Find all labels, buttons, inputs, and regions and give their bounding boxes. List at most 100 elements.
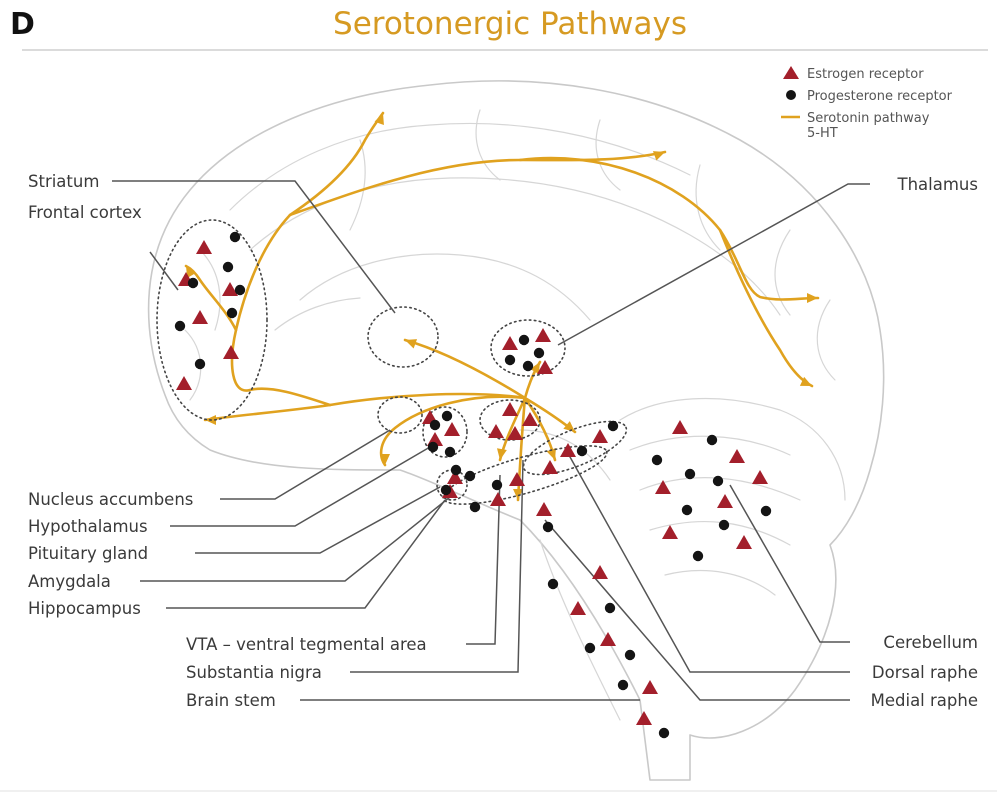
label-hippocampus: Hippocampus xyxy=(28,599,141,618)
progesterone-receptor-marker xyxy=(707,435,717,445)
legend-pathway-sublabel: 5-HT xyxy=(807,126,838,141)
progesterone-receptor-marker xyxy=(227,308,237,318)
estrogen-legend-icon xyxy=(783,66,799,79)
label-nucleus-accumbens: Nucleus accumbens xyxy=(28,490,193,509)
legend-progesterone-label: Progesterone receptor xyxy=(807,89,953,104)
label-pituitary: Pituitary gland xyxy=(28,544,148,563)
estrogen-receptor-marker xyxy=(655,480,671,494)
progesterone-receptor-marker xyxy=(585,643,595,653)
progesterone-receptor-marker xyxy=(685,469,695,479)
progesterone-receptor-marker xyxy=(761,506,771,516)
estrogen-receptor-marker xyxy=(642,680,658,694)
striatum-region xyxy=(368,307,438,367)
panel-letter: D xyxy=(10,7,35,42)
progesterone-receptor-marker xyxy=(577,446,587,456)
progesterone-receptor-marker xyxy=(713,476,723,486)
progesterone-receptor-marker xyxy=(618,680,628,690)
label-cerebellum: Cerebellum xyxy=(883,633,978,652)
leader-lines xyxy=(112,181,870,700)
progesterone-receptor-marker xyxy=(625,650,635,660)
progesterone-receptor-marker xyxy=(534,348,544,358)
progesterone-receptor-marker xyxy=(470,502,480,512)
progesterone-receptor-marker xyxy=(682,505,692,515)
progesterone-receptor-marker xyxy=(445,447,455,457)
estrogen-receptor-marker xyxy=(223,345,239,359)
legend-estrogen-label: Estrogen receptor xyxy=(807,67,924,82)
pathway-arrowhead xyxy=(653,147,667,160)
estrogen-receptor-marker xyxy=(592,565,608,579)
progesterone-receptor-marker xyxy=(543,522,553,532)
label-frontal-cortex: Frontal cortex xyxy=(28,203,142,222)
progesterone-receptor-marker xyxy=(223,262,233,272)
progesterone-receptor-marker xyxy=(235,285,245,295)
estrogen-receptor-marker xyxy=(636,711,652,725)
progesterone-receptor-marker xyxy=(719,520,729,530)
progesterone-receptor-marker xyxy=(659,728,669,738)
progesterone-receptor-marker xyxy=(175,321,185,331)
progesterone-receptor-marker xyxy=(188,278,198,288)
pathway-arrowhead xyxy=(403,335,417,348)
progesterone-receptor-marker xyxy=(195,359,205,369)
label-striatum: Striatum xyxy=(28,172,99,191)
pathway-arrowhead xyxy=(807,293,818,303)
estrogen-receptor-marker xyxy=(752,470,768,484)
pathway-arrowhead xyxy=(547,448,560,462)
leader-pituitary xyxy=(195,487,440,553)
progesterone-receptor-marker xyxy=(519,335,529,345)
labels: Striatum Frontal cortex Thalamus Nucleus… xyxy=(28,172,978,710)
estrogen-receptor-marker xyxy=(192,310,208,324)
estrogen-receptor-marker xyxy=(542,460,558,474)
label-brain-stem: Brain stem xyxy=(186,691,276,710)
estrogen-receptor-marker xyxy=(662,525,678,539)
estrogen-receptor-marker xyxy=(592,429,608,443)
estrogen-receptor-marker xyxy=(444,422,460,436)
progesterone-receptor-marker xyxy=(523,361,533,371)
estrogen-receptor-marker xyxy=(729,449,745,463)
estrogen-receptor-marker xyxy=(717,494,733,508)
leader-frontal-cortex xyxy=(150,252,178,290)
estrogen-receptor-marker xyxy=(736,535,752,549)
estrogen-receptor-marker xyxy=(570,601,586,615)
estrogen-receptor-marker xyxy=(176,376,192,390)
estrogen-receptor-marker xyxy=(488,424,504,438)
progesterone-receptor-marker xyxy=(652,455,662,465)
legend: Estrogen receptor Progesterone receptor … xyxy=(781,66,953,141)
progesterone-receptor-marker xyxy=(608,421,618,431)
progesterone-receptor-marker xyxy=(442,411,452,421)
progesterone-receptor-marker xyxy=(451,465,461,475)
progesterone-legend-icon xyxy=(786,90,796,100)
estrogen-receptor-marker xyxy=(600,632,616,646)
progesterone-receptor-marker xyxy=(465,471,475,481)
progesterone-receptor-marker xyxy=(430,420,440,430)
serotonin-pathways xyxy=(182,111,818,500)
progesterone-receptor-marker xyxy=(428,442,438,452)
label-hypothalamus: Hypothalamus xyxy=(28,517,148,536)
label-thalamus: Thalamus xyxy=(897,175,978,194)
leader-hippocampus xyxy=(166,500,445,608)
estrogen-receptor-marker xyxy=(536,502,552,516)
hippocampus-region xyxy=(438,434,611,515)
leader-cerebellum xyxy=(730,485,850,642)
estrogen-receptor-marker xyxy=(502,402,518,416)
figure-title: Serotonergic Pathways xyxy=(333,6,687,42)
estrogen-receptor-marker xyxy=(502,336,518,350)
estrogen-receptor-marker xyxy=(196,240,212,254)
label-medial-raphe: Medial raphe xyxy=(871,691,978,710)
progesterone-receptor-marker xyxy=(441,485,451,495)
progesterone-receptor-marker xyxy=(548,579,558,589)
progesterone-receptor-marker xyxy=(605,603,615,613)
estrogen-receptor-marker xyxy=(535,328,551,342)
progesterone-receptor-marker xyxy=(230,232,240,242)
leader-amygdala xyxy=(140,497,450,581)
legend-pathway-label: Serotonin pathway xyxy=(807,111,930,126)
label-substantia-nigra: Substantia nigra xyxy=(186,663,322,682)
progesterone-receptor-marker xyxy=(505,355,515,365)
estrogen-receptor-marker xyxy=(672,420,688,434)
label-vta: VTA – ventral tegmental area xyxy=(186,635,427,654)
label-dorsal-raphe: Dorsal raphe xyxy=(872,663,978,682)
label-amygdala: Amygdala xyxy=(28,572,111,591)
leader-medial-raphe xyxy=(545,520,850,700)
leader-nucleus-accumbens xyxy=(220,430,390,499)
progesterone-receptor-marker xyxy=(492,480,502,490)
